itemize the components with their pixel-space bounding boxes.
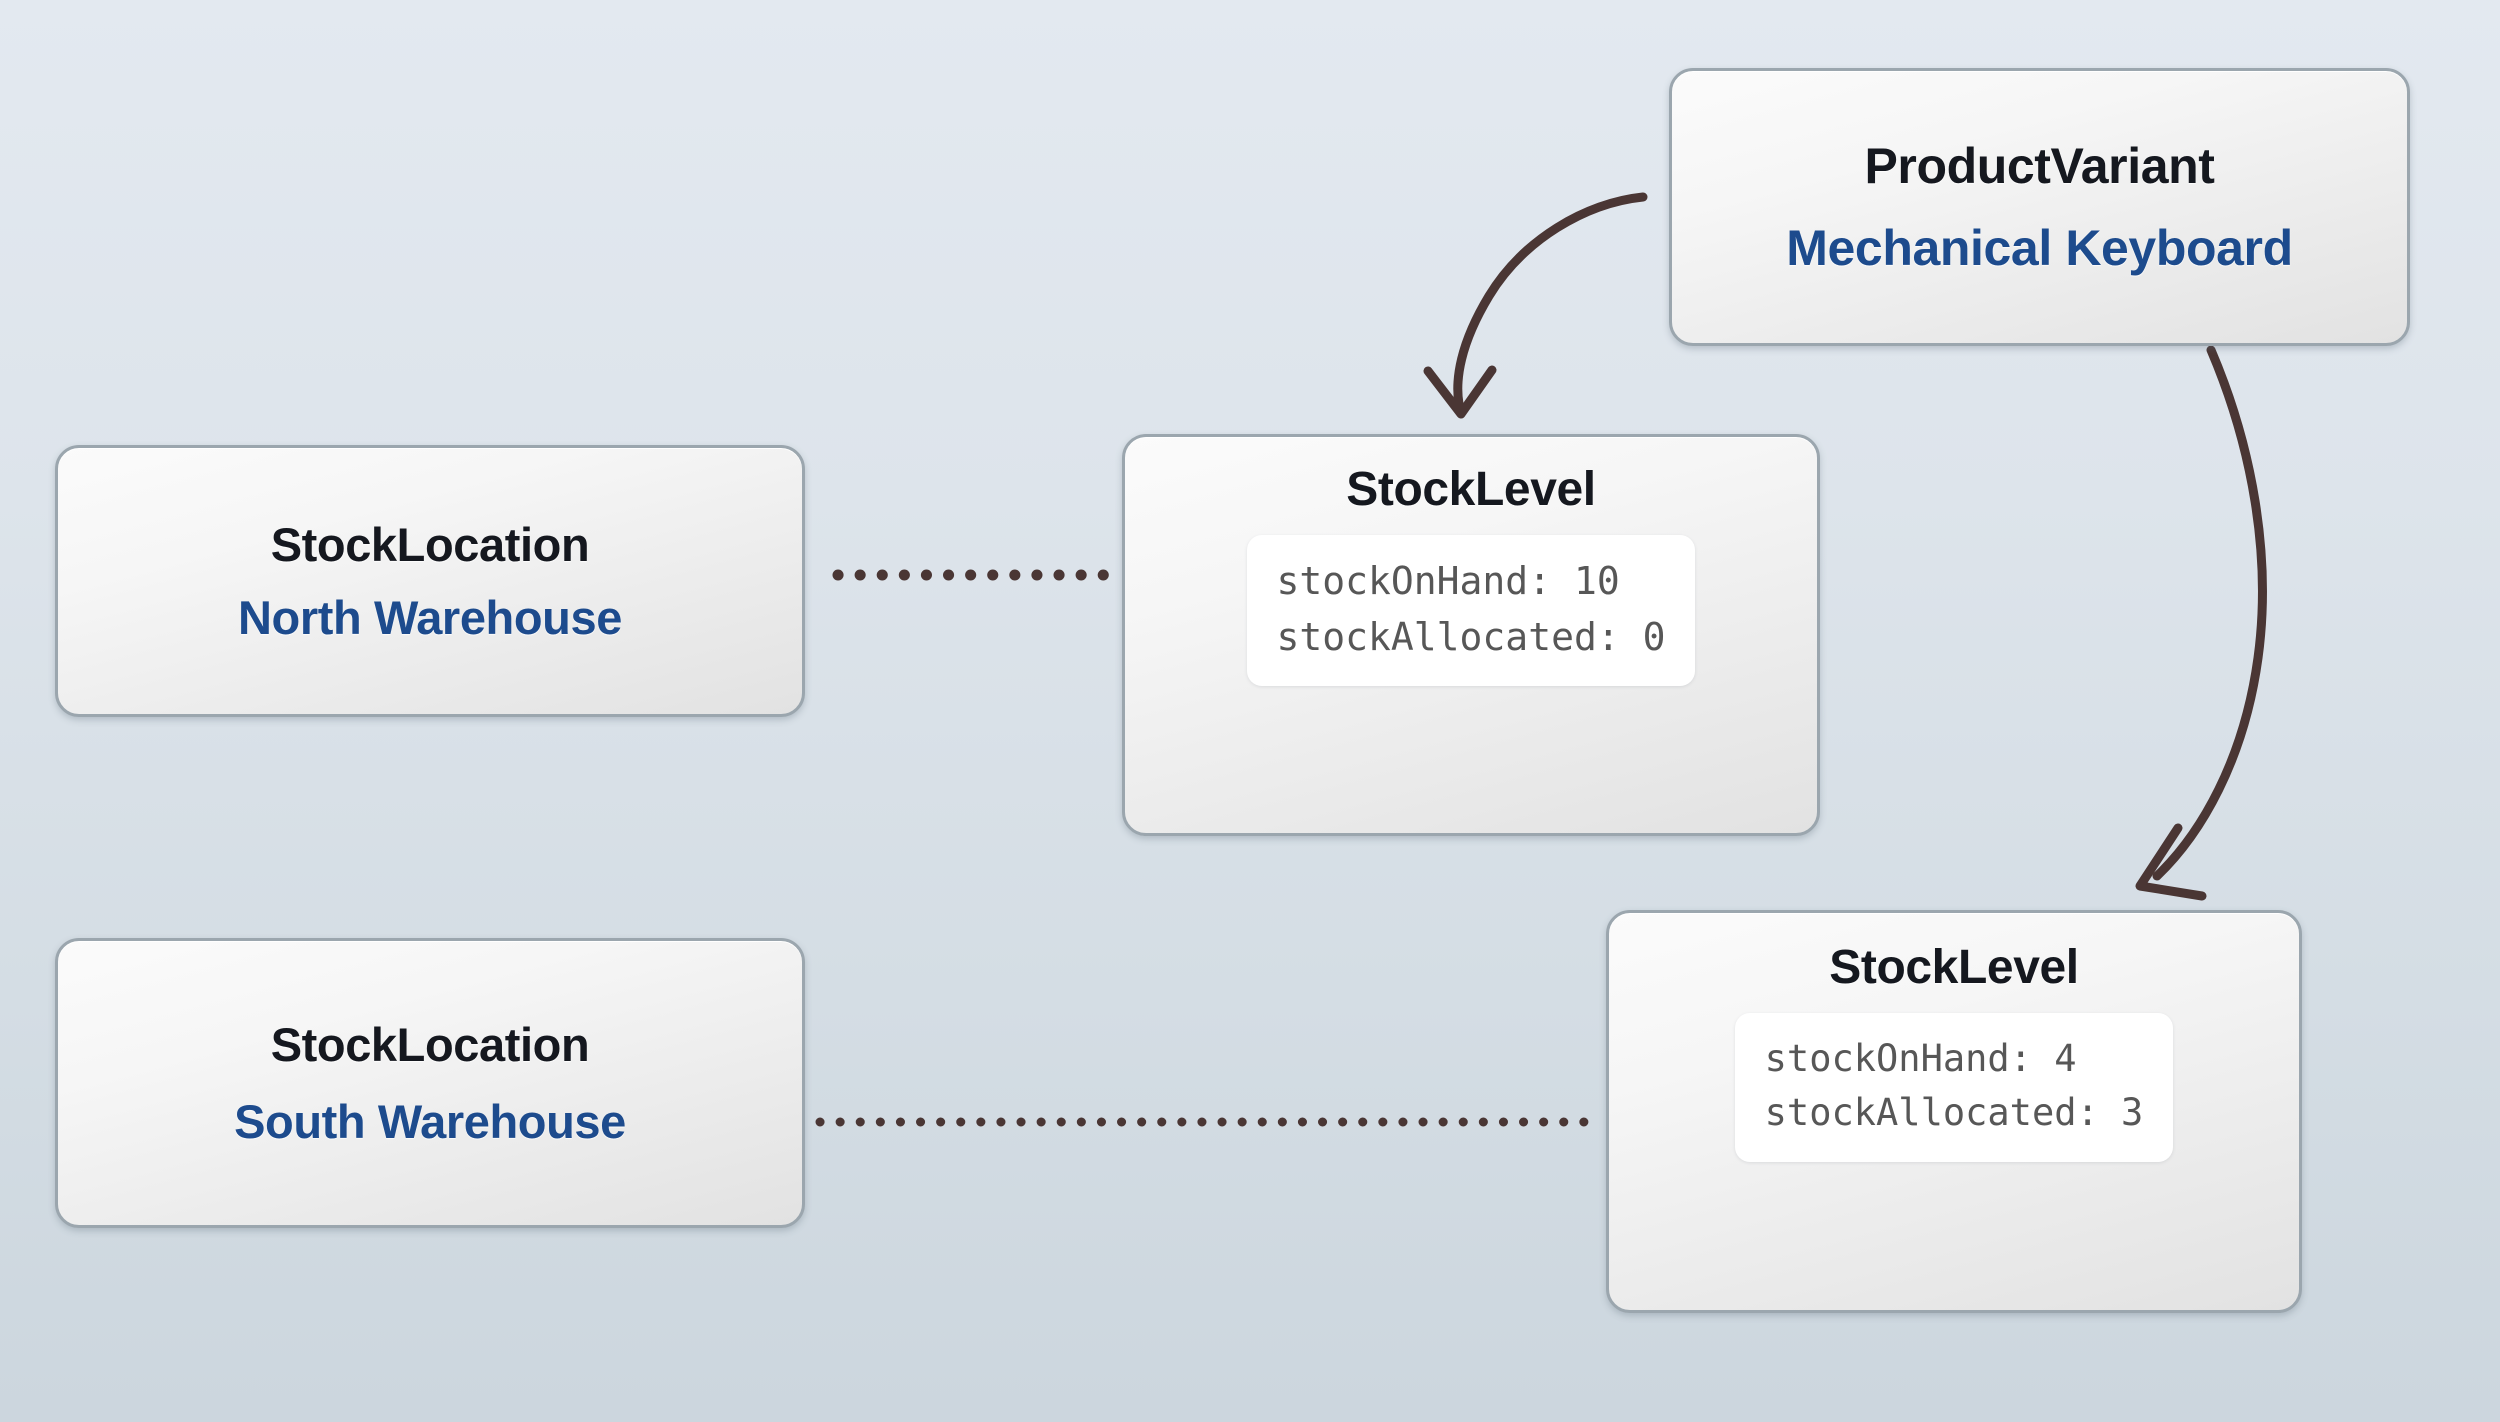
node-stock-level-north-attributes: stockOnHand: 10 stockAllocated: 0 xyxy=(1246,535,1696,687)
attribute-stock-on-hand: stockOnHand: 4 xyxy=(1764,1037,2077,1081)
node-stock-location-south-instance: South Warehouse xyxy=(234,1095,626,1148)
node-product-variant-instance: Mechanical Keyboard xyxy=(1786,220,2293,276)
arrow-variant-to-stock-level-north xyxy=(1423,192,1648,419)
node-stock-location-south[interactable]: StockLocation South Warehouse xyxy=(55,938,805,1228)
attribute-stock-on-hand: stockOnHand: 10 xyxy=(1276,559,1620,604)
node-stock-level-south-attributes: stockOnHand: 4 stockAllocated: 3 xyxy=(1734,1013,2174,1162)
node-stock-level-north[interactable]: StockLevel stockOnHand: 10 stockAllocate… xyxy=(1122,434,1820,836)
attribute-stock-allocated: stockAllocated: 0 xyxy=(1276,614,1666,659)
node-product-variant-entity: ProductVariant xyxy=(1864,137,2215,194)
node-product-variant[interactable]: ProductVariant Mechanical Keyboard xyxy=(1669,68,2410,346)
node-stock-level-north-entity: StockLevel xyxy=(1346,463,1596,516)
node-stock-location-south-entity: StockLocation xyxy=(270,1017,590,1071)
node-stock-location-north-instance: North Warehouse xyxy=(238,591,622,644)
attribute-stock-allocated: stockAllocated: 3 xyxy=(1764,1091,2144,1135)
node-stock-level-south-entity: StockLevel xyxy=(1829,941,2079,994)
node-stock-level-south[interactable]: StockLevel stockOnHand: 4 stockAllocated… xyxy=(1606,910,2302,1313)
node-stock-location-north[interactable]: StockLocation North Warehouse xyxy=(55,445,805,717)
arrow-variant-to-stock-level-south xyxy=(2135,345,2267,901)
node-stock-location-north-entity: StockLocation xyxy=(270,517,590,571)
